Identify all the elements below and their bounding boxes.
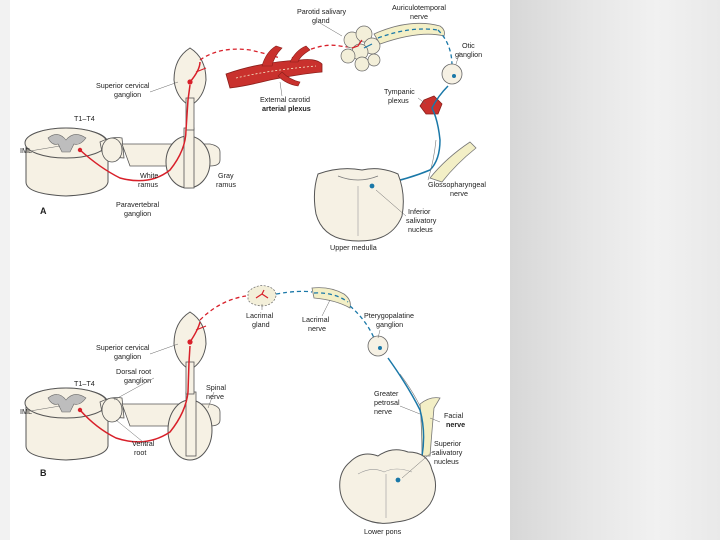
label-gray-ramus-line2: ramus (216, 180, 236, 189)
label-spinal-nerve-line1: Spinal (206, 383, 226, 392)
label-inferior-salivatory-line1: Inferior (408, 207, 431, 216)
label-otic-line2: ganglion (455, 50, 482, 59)
label-superior-salivatory-line3: nucleus (434, 457, 459, 466)
label-parotid-line2: gland (312, 16, 330, 25)
label-external-carotid-line2: arterial plexus (262, 104, 311, 113)
parotid-gland (340, 25, 381, 72)
dorsal-root-ganglion-a (101, 137, 123, 163)
label-inferior-salivatory-line3: nucleus (408, 225, 433, 234)
preganglionic-sympathetic-fiber-b (79, 345, 191, 443)
label-lacrimal-nerve-line2: nerve (308, 324, 326, 333)
label-lower-pons: Lower pons (364, 527, 402, 536)
superior-cervical-ganglion-a (173, 47, 207, 107)
preganglionic-sympathetic-fiber-a (79, 84, 191, 182)
label-greater-petrosal-line1: Greater (374, 389, 399, 398)
label-iml-a: IML (20, 146, 32, 155)
label-dorsal-root-line1: Dorsal root (116, 367, 151, 376)
label-superior-salivatory-line1: Superior (434, 439, 462, 448)
label-t1t4-a: T1–T4 (74, 114, 95, 123)
label-paravertebral-line2: ganglion (124, 209, 151, 218)
postganglionic-sympathetic-fiber-b (199, 295, 247, 321)
label-gray-ramus-line1: Gray (218, 171, 234, 180)
sympathetic-trunk-upper-a (185, 97, 195, 131)
preganglionic-parasympathetic-fiber-a (373, 85, 449, 187)
label-lacrimal-gland-line2: gland (252, 320, 270, 329)
upper-medulla (313, 168, 404, 242)
label-glossopharyngeal-line2: nerve (450, 189, 468, 198)
label-facial-line2: nerve (446, 420, 465, 429)
facial-nerve (419, 397, 441, 457)
glossopharyngeal-nerve (429, 141, 477, 183)
pterygopalatine-ganglion (367, 335, 389, 357)
inferior-salivatory-nucleus-dot (369, 183, 375, 189)
right-gray-margin (510, 0, 720, 540)
label-upper-medulla: Upper medulla (330, 243, 377, 252)
label-lacrimal-nerve-line1: Lacrimal (302, 315, 330, 324)
auriculotemporal-nerve (373, 22, 445, 45)
label-auriculotemporal-line2: nerve (410, 12, 428, 21)
tympanic-plexus (419, 95, 443, 115)
label-otic-line1: Otic (462, 41, 475, 50)
label-scg-b-line1: Superior cervical (96, 343, 150, 352)
label-paravertebral-line1: Paravertebral (116, 200, 160, 209)
panel-letter-a: A (40, 206, 47, 216)
label-lacrimal-gland-line1: Lacrimal (246, 311, 274, 320)
label-tympanic-line1: Tympanic (384, 87, 415, 96)
label-pterygopalatine-line1: Pterygopalatine (364, 311, 414, 320)
postganglionic-sympathetic-fiber-a (199, 48, 281, 61)
label-glossopharyngeal-line1: Glossopharyngeal (428, 180, 486, 189)
label-greater-petrosal-line3: nerve (374, 407, 392, 416)
label-pterygopalatine-line2: ganglion (376, 320, 403, 329)
label-ventral-root-line1: Ventral (132, 439, 155, 448)
sympathetic-trunk-upper-b (185, 361, 195, 395)
label-white-ramus-line1: White (140, 171, 158, 180)
lower-pons (339, 449, 436, 524)
label-ventral-root-line2: root (134, 448, 146, 457)
left-margin-strip (0, 0, 10, 540)
label-parotid-line1: Parotid salivary (297, 7, 347, 16)
label-scg-a-line1: Superior cervical (96, 81, 150, 90)
panel-a: Parotid salivary gland Auriculotemporal … (20, 3, 486, 252)
lacrimal-gland (247, 285, 277, 307)
superior-salivatory-nucleus-dot (395, 477, 401, 483)
label-scg-a-line2: ganglion (114, 90, 141, 99)
label-tympanic-line2: plexus (388, 96, 409, 105)
sympathetic-trunk-b (185, 391, 197, 457)
label-facial-line1: Facial (444, 411, 464, 420)
autonomic-pathways-diagram: Parotid salivary gland Auriculotemporal … (20, 3, 486, 536)
label-dorsal-root-line2: ganglion (124, 376, 151, 385)
panel-letter-b: B (40, 468, 47, 478)
dorsal-root-ganglion-b (101, 397, 123, 423)
label-superior-salivatory-line2: salivatory (432, 448, 463, 457)
label-scg-b-line2: ganglion (114, 352, 141, 361)
external-carotid-artery (225, 45, 323, 89)
spinal-cord-segment-b (24, 387, 109, 461)
label-t1t4-b: T1–T4 (74, 379, 95, 388)
otic-ganglion (441, 63, 463, 85)
panel-b: Lacrimal gland Lacrimal nerve Pterygopal… (20, 285, 465, 536)
label-spinal-nerve-line2: nerve (206, 392, 224, 401)
label-white-ramus-line2: ramus (138, 180, 158, 189)
lacrimal-nerve (311, 287, 351, 309)
label-external-carotid-line1: External carotid (260, 95, 310, 104)
label-auriculotemporal-line1: Auriculotemporal (392, 3, 446, 12)
label-greater-petrosal-line2: petrosal (374, 398, 400, 407)
label-iml-b: IML (20, 407, 32, 416)
label-inferior-salivatory-line2: salivatory (406, 216, 437, 225)
